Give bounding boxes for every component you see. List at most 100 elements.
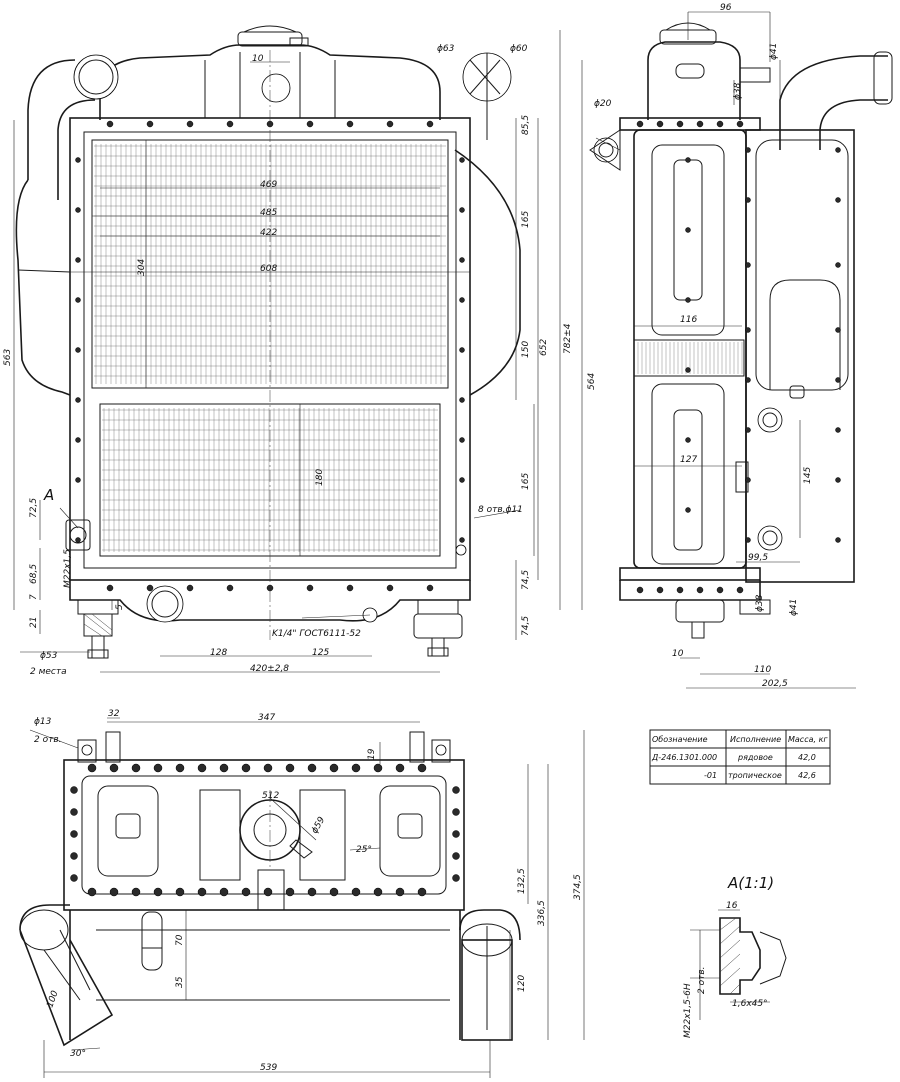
dim-19: 19 (367, 748, 377, 760)
dim-347: 347 (258, 713, 275, 723)
dim-21: 21 (29, 617, 39, 628)
side-view (589, 22, 893, 639)
bolt-icon (636, 586, 644, 594)
dim-563: 563 (3, 349, 13, 366)
dim-180: 180 (315, 469, 325, 486)
bolt-icon (226, 120, 234, 128)
bolt-icon (835, 477, 841, 483)
table-cell: Д-246.1301.000 (651, 753, 717, 762)
bolt-icon (459, 437, 465, 443)
table-header-mass: Масса, кг (788, 735, 828, 744)
bolt-icon (417, 887, 427, 897)
dim-150: 150 (521, 341, 531, 358)
bolt-icon (685, 227, 691, 233)
bolt-icon (186, 120, 194, 128)
dim-32: 32 (108, 709, 120, 719)
dim-phi53: ϕ53 (40, 651, 58, 661)
table-header-designation: Обозначение (652, 735, 708, 744)
side-dimensions: 96 ϕ41 ϕ38 ϕ20 116 127 145 99,5 ϕ38 ϕ41 … (594, 3, 856, 689)
bolt-icon (736, 120, 744, 128)
dim-127: 127 (680, 455, 697, 465)
front-view (15, 25, 521, 659)
front-dimensions: 469 485 422 608 128 125 420±2,8 10 ϕ63 ϕ… (3, 30, 597, 677)
bolt-icon (696, 586, 704, 594)
bolt-icon (75, 537, 81, 543)
dim-74-5-a: 74,5 (521, 570, 531, 590)
bolt-icon (241, 763, 251, 773)
dim-374-5: 374,5 (573, 874, 583, 900)
bolt-icon (745, 147, 751, 153)
bolt-icon (459, 297, 465, 303)
bolt-icon (219, 887, 229, 897)
view-a-label: A (43, 486, 54, 504)
bolt-icon (75, 207, 81, 213)
bolt-icon (70, 786, 78, 794)
bolt-icon (373, 763, 383, 773)
bolt-icon (459, 257, 465, 263)
bolt-icon (175, 763, 185, 773)
dim-74-5-b: 74,5 (521, 616, 531, 636)
dim-128: 128 (210, 648, 227, 658)
bolt-icon (75, 437, 81, 443)
bolt-icon (835, 197, 841, 203)
bolt-icon (307, 763, 317, 773)
bolt-icon (373, 887, 383, 897)
bolt-icon (685, 507, 691, 513)
bolt-icon (452, 874, 460, 882)
bolt-icon (186, 584, 194, 592)
dim-96: 96 (720, 3, 732, 13)
bolt-icon (426, 120, 434, 128)
bolt-icon (106, 584, 114, 592)
callout-2-places: 2 места (30, 667, 67, 677)
dim-100: 100 (45, 989, 60, 1009)
bolt-icon (716, 120, 724, 128)
bolt-icon (75, 397, 81, 403)
bolt-icon (241, 887, 251, 897)
bolt-icon (459, 207, 465, 213)
dim-132-5: 132,5 (517, 868, 527, 894)
table-cell: тропическое (728, 771, 782, 780)
bolt-icon (75, 477, 81, 483)
detail-thread: M22x1,5-6H (683, 983, 693, 1038)
dim-2-holes-top: 2 отв. (34, 735, 62, 745)
table-cell: рядовое (737, 753, 773, 762)
bolt-icon (395, 763, 405, 773)
bolt-icon (197, 887, 207, 897)
bolt-icon (636, 120, 644, 128)
bolt-icon (452, 852, 460, 860)
bolt-icon (459, 477, 465, 483)
bolt-icon (263, 887, 273, 897)
bolt-icon (306, 584, 314, 592)
dim-202-5: 202,5 (762, 679, 788, 689)
detail-chamfer: 1,6x45° (732, 999, 768, 1009)
bolt-icon (329, 887, 339, 897)
bolt-icon (386, 584, 394, 592)
bolt-icon (835, 537, 841, 543)
bolt-icon (75, 347, 81, 353)
table-cell: 42,6 (798, 771, 816, 780)
bolt-icon (745, 197, 751, 203)
dim-phi41-top: ϕ41 (769, 43, 779, 60)
dim-85-5: 85,5 (521, 115, 531, 135)
spec-table: Обозначение Исполнение Масса, кг Д-246.1… (649, 729, 831, 785)
bolt-icon (346, 584, 354, 592)
bolt-icon (285, 763, 295, 773)
bolt-icon (835, 377, 841, 383)
bolt-icon (346, 120, 354, 128)
bolt-icon (109, 763, 119, 773)
bolt-icon (153, 763, 163, 773)
bolt-icon (459, 397, 465, 403)
dim-phi38-top: ϕ38 (733, 82, 743, 100)
bolt-icon (745, 427, 751, 433)
bolt-icon (745, 477, 751, 483)
dim-145: 145 (803, 467, 813, 484)
bolt-icon (426, 584, 434, 592)
bolt-icon (386, 120, 394, 128)
bolt-icon (131, 887, 141, 897)
bolt-icon (716, 586, 724, 594)
detail-a: A(1:1) 16 M22x1,5-6H 2 отв. 1,6x45° (683, 874, 787, 1038)
dim-422: 422 (260, 228, 277, 238)
bolt-icon (452, 830, 460, 838)
dim-420: 420±2,8 (250, 664, 289, 674)
dim-304: 304 (137, 259, 147, 276)
